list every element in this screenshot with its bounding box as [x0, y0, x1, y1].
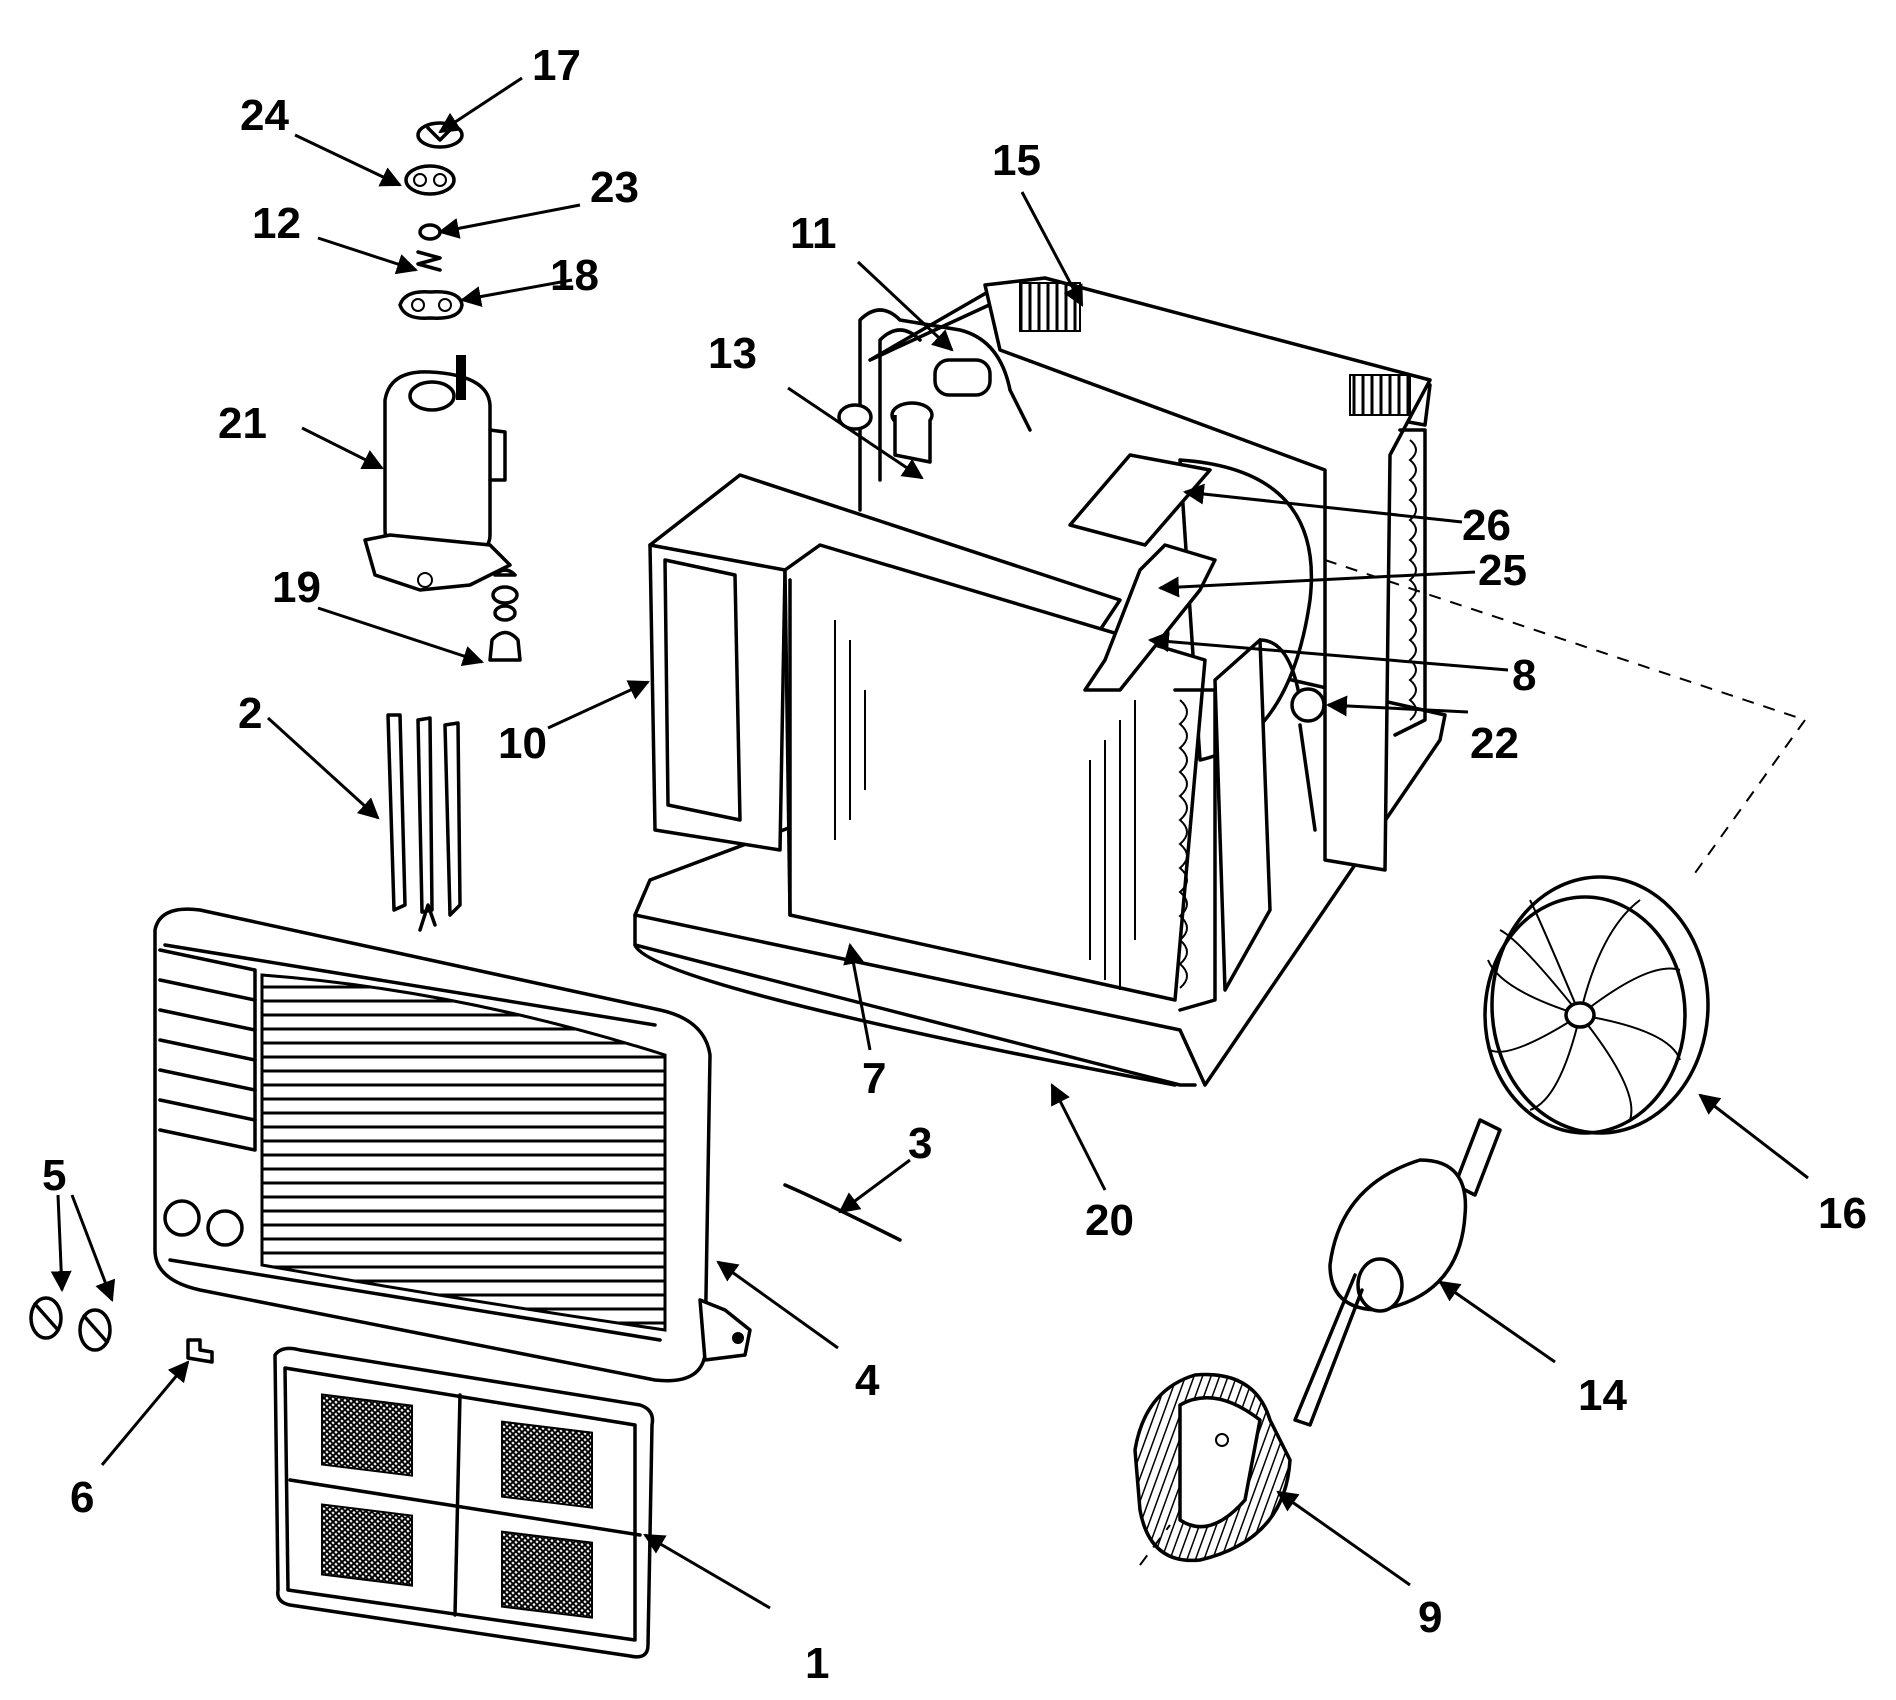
leader-6 — [100, 1360, 190, 1466]
callout-17: 17 — [532, 41, 581, 90]
callout-12: 12 — [252, 199, 301, 248]
control-knobs — [29, 1296, 112, 1352]
callout-6: 6 — [70, 1473, 94, 1522]
leader-21 — [301, 426, 384, 470]
leader-8 — [1147, 631, 1509, 672]
callout-20: 20 — [1085, 1196, 1134, 1245]
callout-23: 23 — [590, 163, 639, 212]
callout-21: 21 — [218, 399, 267, 448]
callout-labels: 1 2 3 4 5 6 7 8 9 10 11 12 13 14 15 16 1… — [42, 41, 1867, 1688]
vertical-louvers — [386, 713, 407, 912]
leader-20 — [1050, 1083, 1107, 1191]
air-discharge-grille — [260, 973, 667, 1332]
callout-7: 7 — [862, 1054, 886, 1103]
callout-18: 18 — [550, 251, 599, 300]
leader-26 — [1182, 483, 1463, 524]
leader-14 — [1438, 1280, 1556, 1364]
callout-22: 22 — [1470, 719, 1519, 768]
front-grille-assembly — [29, 713, 902, 1659]
leader-17 — [438, 76, 523, 134]
callout-2: 2 — [238, 689, 262, 738]
leader-13 — [787, 386, 924, 480]
compressor-assembly — [363, 121, 522, 662]
left-louvers — [158, 948, 257, 1152]
callout-1: 1 — [805, 1639, 829, 1688]
terminal-nut — [418, 223, 442, 241]
callout-24: 24 — [240, 91, 289, 140]
callout-16: 16 — [1818, 1189, 1867, 1238]
callout-14: 14 — [1578, 1371, 1627, 1420]
callout-25: 25 — [1478, 546, 1527, 595]
callout-8: 8 — [1512, 651, 1536, 700]
knob-hole-right — [206, 1209, 244, 1247]
leader-4 — [716, 1260, 839, 1350]
condenser-fan — [1490, 875, 1710, 1135]
accumulator — [1290, 687, 1326, 723]
leader-16 — [1698, 1093, 1809, 1180]
leader-11 — [856, 260, 954, 352]
leader-12 — [317, 236, 418, 275]
leader-15 — [1020, 191, 1084, 307]
leader-10 — [547, 680, 650, 730]
callout-13: 13 — [708, 329, 757, 378]
top-bracket — [1068, 453, 1212, 547]
leader-5b — [70, 1194, 116, 1302]
fan-blades — [1487, 899, 1681, 1121]
chassis-assembly — [633, 276, 1807, 1087]
callout-10: 10 — [498, 719, 547, 768]
leader-7 — [843, 942, 872, 1051]
refrigerant-tubing — [858, 308, 1032, 512]
partition-panel — [1213, 638, 1272, 992]
callout-5: 5 — [42, 1151, 66, 1200]
air-filter — [273, 1346, 655, 1659]
leader-23 — [437, 203, 581, 239]
knob-hole-left — [163, 1199, 201, 1237]
leader-24 — [294, 133, 402, 187]
gasket — [398, 290, 464, 320]
leader-9 — [1276, 1490, 1411, 1587]
callout-26: 26 — [1462, 501, 1511, 550]
terminal-boot — [404, 164, 456, 196]
leader-2 — [266, 716, 380, 820]
leader-5a — [50, 1194, 72, 1293]
callout-19: 19 — [272, 563, 321, 612]
leader-1 — [643, 1533, 771, 1610]
trim-strip — [783, 1183, 902, 1242]
callout-4: 4 — [855, 1356, 880, 1405]
spring — [416, 250, 442, 272]
terminal-cover — [416, 121, 464, 149]
callout-15: 15 — [992, 136, 1041, 185]
leader-22 — [1325, 695, 1469, 717]
leader-18 — [459, 278, 573, 307]
leader-3 — [838, 1158, 911, 1214]
fan-motor-assembly — [1133, 875, 1710, 1566]
mounting-clip — [186, 1338, 214, 1364]
callout-3: 3 — [908, 1119, 932, 1168]
leader-25 — [1157, 570, 1476, 598]
callout-11: 11 — [790, 209, 837, 258]
coil-fin-lines — [834, 620, 1136, 990]
leader-19 — [317, 606, 484, 667]
callout-9: 9 — [1418, 1593, 1442, 1642]
leader-lines — [50, 76, 1809, 1610]
